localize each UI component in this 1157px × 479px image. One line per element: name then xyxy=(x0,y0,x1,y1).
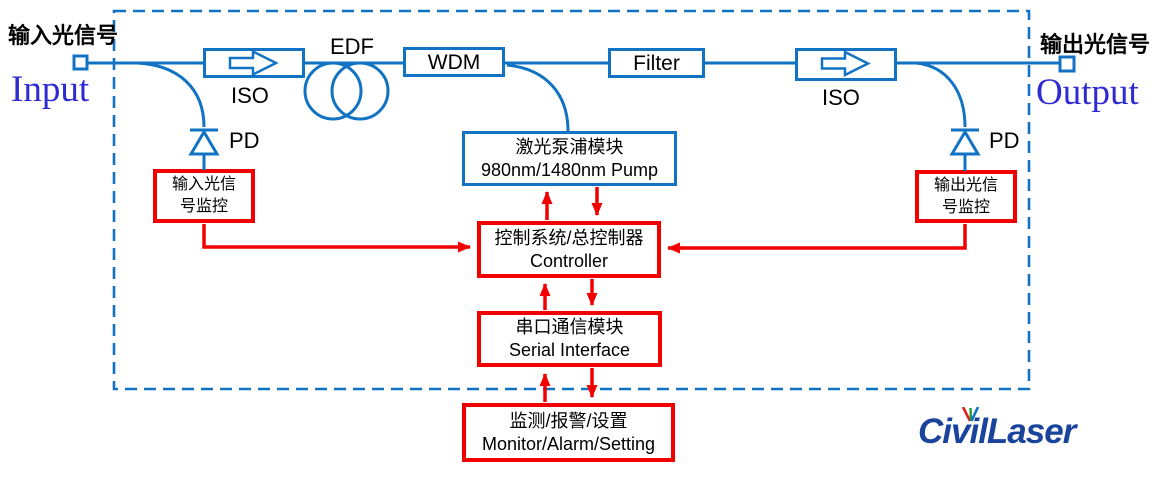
edf-label: EDF xyxy=(330,34,374,59)
monitor-label-en: Monitor/Alarm/Setting xyxy=(481,433,656,454)
monitor-alarm-box: 监测/报警/设置 Monitor/Alarm/Setting xyxy=(462,403,675,462)
output-signal-cn-label: 输出光信号 xyxy=(1040,32,1151,57)
iso-left-label: ISO xyxy=(231,83,269,108)
logo-text: CivilLaser xyxy=(918,412,1076,451)
pd-right-label: PD xyxy=(989,128,1020,153)
civillaser-logo: CivilLaser xyxy=(918,407,1076,452)
output-monitor-line1: 输出光信 xyxy=(933,176,998,194)
wdm-label: WDM xyxy=(427,50,481,74)
iso-left-box xyxy=(203,48,305,78)
controller-label-cn: 控制系统/总控制器 xyxy=(494,227,644,248)
input-label: Input xyxy=(11,69,90,110)
output-monitor-line2: 号监控 xyxy=(941,198,990,216)
filter-label: Filter xyxy=(633,51,680,75)
serial-label-cn: 串口通信模块 xyxy=(515,317,624,338)
pd-left-label: PD xyxy=(229,128,260,153)
pump-box: 激光泵浦模块 980nm/1480nm Pump xyxy=(462,131,677,186)
edf-coil-icon xyxy=(303,61,390,121)
logo-v-icon xyxy=(961,407,980,422)
serial-label-en: Serial Interface xyxy=(508,340,631,361)
control-arrows xyxy=(202,187,967,402)
output-connector xyxy=(1058,55,1076,73)
output-monitor-box: 输出光信 号监控 xyxy=(915,170,1017,223)
wdm-box: WDM xyxy=(403,47,505,77)
input-tap-curve xyxy=(136,61,206,128)
controller-label-en: Controller xyxy=(529,250,609,271)
serial-interface-box: 串口通信模块 Serial Interface xyxy=(477,311,662,367)
output-label: Output xyxy=(1036,72,1139,113)
output-tap-curve xyxy=(915,61,967,128)
iso-right-box xyxy=(795,48,897,81)
pd-right-diode-icon xyxy=(949,128,981,156)
input-monitor-box: 输入光信 号监控 xyxy=(153,169,255,223)
pd-left-diode-icon xyxy=(188,128,220,156)
input-monitor-line1: 输入光信 xyxy=(171,176,236,194)
wdm-pump-curve xyxy=(506,63,570,132)
monitor-label-cn: 监测/报警/设置 xyxy=(509,410,628,431)
input-signal-cn-label: 输入光信号 xyxy=(8,23,119,48)
pump-label-cn: 激光泵浦模块 xyxy=(515,136,624,157)
controller-box: 控制系统/总控制器 Controller xyxy=(477,221,661,278)
iso-right-label: ISO xyxy=(822,85,860,110)
filter-box: Filter xyxy=(608,48,705,78)
input-monitor-line2: 号监控 xyxy=(179,198,228,215)
pump-label-en: 980nm/1480nm Pump xyxy=(480,159,659,180)
